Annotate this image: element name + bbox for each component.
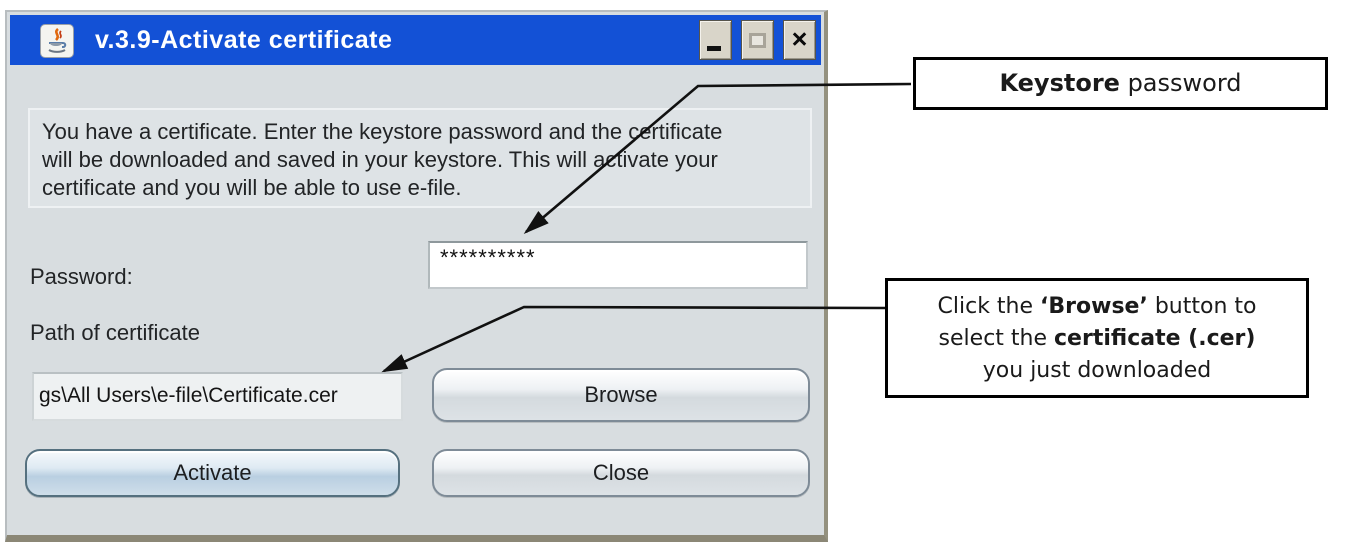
titlebar[interactable]: v.3.9-Activate certificate × [10,15,821,65]
annotation-text: select the [938,326,1055,351]
annotation-line: Click the ‘Browse’ button to [888,291,1306,323]
password-input[interactable] [428,241,808,289]
annotation-line: select the certificate (.cer) [888,323,1306,355]
window-title: v.3.9-Activate certificate [95,26,393,54]
annotation-text-bold: certificate (.cer) [1054,326,1256,351]
browse-button[interactable]: Browse [432,368,810,422]
minimize-button[interactable] [699,20,732,60]
annotation-text: Click the [937,294,1041,319]
annotation-text: you just downloaded [982,358,1212,383]
java-icon [40,24,74,58]
window-controls: × [699,20,816,60]
description-panel: You have a certificate. Enter the keysto… [28,108,812,208]
close-icon: × [791,23,808,54]
minimize-icon [707,46,721,51]
description-line: certificate and you will be able to use … [42,175,462,200]
close-window-button[interactable]: × [783,20,816,60]
activate-button[interactable]: Activate [25,449,400,497]
browse-annotation-box: Click the ‘Browse’ button to select the … [885,278,1309,398]
maximize-button[interactable] [741,20,774,60]
keystore-annotation-box: Keystore password [913,57,1328,110]
certificate-path-field[interactable] [32,372,403,421]
description-line: You have a certificate. Enter the keysto… [42,119,723,144]
activate-certificate-dialog: v.3.9-Activate certificate × You have a … [5,10,828,542]
close-dialog-button[interactable]: Close [432,449,810,497]
path-of-certificate-label: Path of certificate [30,320,200,345]
password-label: Password: [30,264,133,289]
annotation-text: button to [1147,294,1257,319]
annotation-text: password [1119,69,1242,97]
description-line: will be downloaded and saved in your key… [42,147,718,172]
annotation-text-bold: ‘Browse’ [1040,294,1148,319]
annotation-line: you just downloaded [888,355,1306,387]
annotation-text-bold: Keystore [999,69,1120,97]
maximize-icon [749,32,766,48]
